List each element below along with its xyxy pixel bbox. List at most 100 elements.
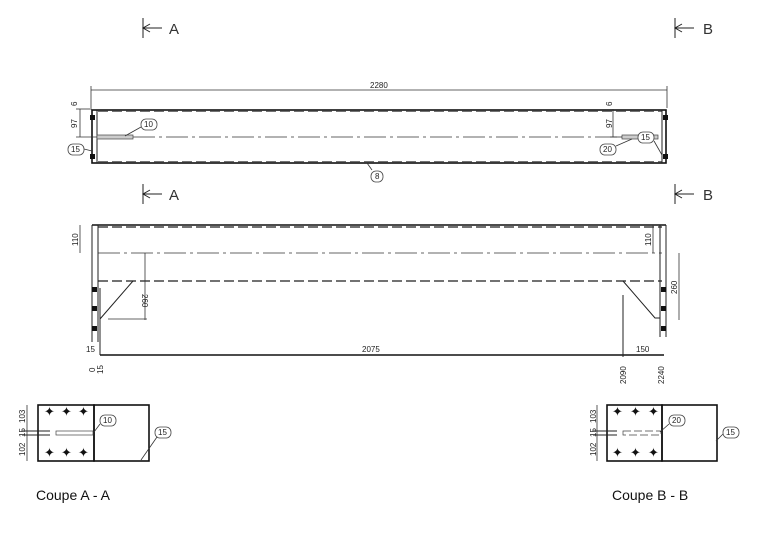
drawing-label: B bbox=[703, 21, 713, 38]
drawing-stroke bbox=[622, 280, 660, 319]
section-marker-b-top: B bbox=[673, 18, 713, 38]
drawing-stroke bbox=[96, 134, 134, 140]
section-marker-a-top: A bbox=[141, 18, 179, 38]
drawing-label: 110 bbox=[644, 233, 653, 246]
drawing-stroke bbox=[599, 143, 617, 156]
drawing-stroke bbox=[715, 433, 724, 442]
section-marker-b-bottom: B bbox=[673, 184, 713, 204]
drawing-label: 97 bbox=[70, 119, 79, 128]
drawing-label: 97 bbox=[605, 119, 614, 128]
drawing-stroke bbox=[661, 326, 666, 331]
drawing-stroke bbox=[92, 326, 97, 331]
drawing-stroke bbox=[366, 162, 373, 171]
drawing-label: 2240 bbox=[657, 366, 666, 384]
tag-bottom-weld: 8 bbox=[366, 162, 384, 183]
drawing-label: 0 bbox=[88, 367, 97, 372]
drawing-stroke bbox=[140, 118, 158, 131]
drawing-stroke bbox=[99, 414, 117, 427]
drawing-label: 103 bbox=[589, 409, 598, 423]
section-a-caption: Coupe A - A bbox=[36, 487, 111, 503]
drawing-stroke bbox=[55, 430, 94, 436]
drawing-stroke bbox=[124, 126, 142, 137]
drawing-stroke bbox=[83, 148, 93, 152]
drawing-label: ✦ bbox=[630, 404, 641, 419]
drawing-label: 102 bbox=[589, 442, 598, 456]
drawing-stroke bbox=[99, 280, 134, 320]
tag-right-plate: 15 bbox=[637, 131, 663, 156]
drawing-stroke bbox=[673, 23, 683, 33]
drawing-stroke bbox=[67, 143, 85, 156]
drawing-label: 10 bbox=[103, 416, 112, 425]
drawing-label: A bbox=[169, 187, 179, 204]
drawing-label: 260 bbox=[140, 294, 149, 308]
drawing-stroke bbox=[661, 287, 666, 292]
drawing-stroke bbox=[622, 430, 662, 436]
drawing-stroke bbox=[90, 115, 95, 120]
drawing-stroke bbox=[668, 414, 686, 427]
drawing-label: ✦ bbox=[648, 404, 659, 419]
section-b-caption: Coupe B - B bbox=[612, 487, 688, 503]
tag-right-slot: 20 bbox=[599, 138, 633, 156]
drawing-stroke bbox=[92, 287, 97, 292]
drawing-stroke bbox=[141, 189, 151, 199]
section-b-b: ✦ ✦ ✦ ✦ ✦ ✦ 103 15 102 20 15 Coupe B - B bbox=[589, 404, 740, 503]
drawing-stroke bbox=[661, 306, 666, 311]
drawing-stroke bbox=[140, 436, 158, 461]
drawing-label: 10 bbox=[144, 120, 153, 129]
drawing-label: 102 bbox=[18, 442, 27, 456]
drawing-label: 6 bbox=[70, 101, 79, 106]
drawing-stroke bbox=[661, 404, 718, 462]
tag-section-b-slot: 20 bbox=[659, 414, 686, 433]
drawing-stroke bbox=[637, 131, 655, 144]
drawing-label: 15 bbox=[158, 428, 167, 437]
drawing-label: ✦ bbox=[612, 445, 623, 460]
drawing-label: 15 bbox=[86, 345, 95, 354]
drawing-label: 8 bbox=[375, 172, 380, 181]
drawing-label: 20 bbox=[672, 416, 681, 425]
drawing-label: ✦ bbox=[61, 404, 72, 419]
drawing-label: 110 bbox=[71, 233, 80, 246]
drawing-stroke bbox=[93, 423, 101, 433]
drawing-label: 2090 bbox=[619, 366, 628, 384]
drawing-stroke bbox=[91, 109, 667, 164]
drawing-stroke bbox=[615, 138, 633, 147]
drawing-stroke bbox=[659, 423, 670, 433]
drawing-stroke bbox=[722, 426, 740, 439]
drawing-label: 15 bbox=[589, 428, 598, 437]
drawing-stroke: ✦ ✦ ✦ ✦ ✦ ✦ bbox=[612, 404, 659, 460]
top-view: 2280 6 97 6 97 15 10 8 15 20 bbox=[67, 81, 668, 183]
section-a-a: ✦✦✦ ✦✦✦ 103 15 102 10 15 Coupe A - A bbox=[18, 404, 172, 503]
drawing-stroke: ✦✦✦ ✦✦✦ bbox=[44, 404, 89, 460]
tag-section-a-plate: 15 bbox=[140, 426, 172, 461]
drawing-stroke bbox=[663, 154, 668, 159]
drawing-label: 15 bbox=[71, 145, 80, 154]
drawing-label: ✦ bbox=[61, 445, 72, 460]
drawing-label: 15 bbox=[18, 428, 27, 437]
drawing-label: ✦ bbox=[44, 404, 55, 419]
elevation-view: 110 260 110 260 15 2075 150 0 15 2090 22… bbox=[71, 224, 680, 384]
drawing-label: ✦ bbox=[78, 445, 89, 460]
drawing-label: B bbox=[703, 187, 713, 204]
drawing-stroke bbox=[653, 140, 663, 156]
drawing-label: ✦ bbox=[648, 445, 659, 460]
drawing-stroke bbox=[90, 154, 95, 159]
drawing-label: 103 bbox=[18, 409, 27, 423]
drawing-label: 15 bbox=[96, 365, 105, 374]
tag-section-b-plate: 15 bbox=[715, 426, 740, 442]
drawing-stroke bbox=[93, 404, 150, 462]
drawing-label: A bbox=[169, 21, 179, 38]
drawing-label: ✦ bbox=[630, 445, 641, 460]
drawing-stroke bbox=[663, 115, 668, 120]
drawing-label: 20 bbox=[603, 145, 612, 154]
drawing-stroke bbox=[154, 426, 172, 439]
drawing-label: 15 bbox=[641, 133, 650, 142]
drawing-stroke bbox=[141, 23, 151, 33]
drawing-stroke bbox=[673, 189, 683, 199]
drawing-stroke bbox=[370, 170, 384, 183]
drawing-label: 2075 bbox=[362, 345, 380, 354]
drawing-label: 260 bbox=[670, 280, 679, 294]
tag-section-a-slot: 10 bbox=[93, 414, 117, 433]
drawing-label: ✦ bbox=[612, 404, 623, 419]
drawing-label: 6 bbox=[605, 101, 614, 106]
